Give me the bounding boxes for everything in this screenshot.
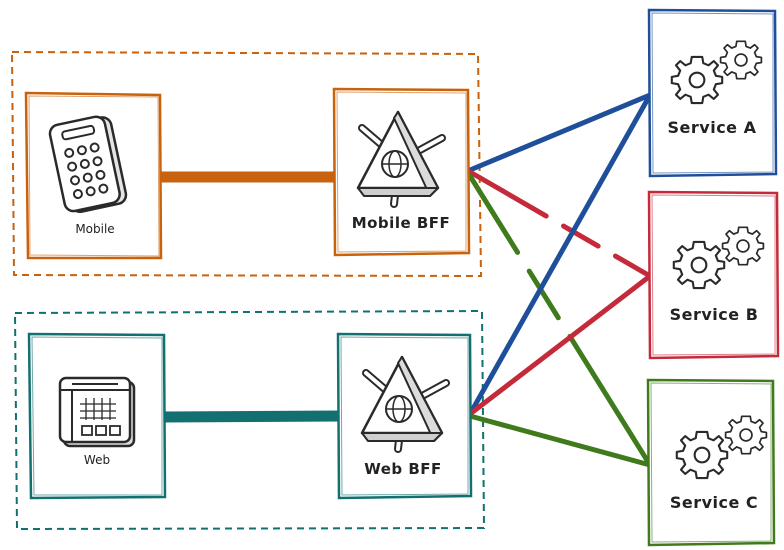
- mobile-bff-to-service-a-edge: [467, 92, 653, 173]
- mobile-bff-label: Mobile BFF: [352, 214, 451, 232]
- service-a-label: Service A: [668, 118, 757, 137]
- service-b-label: Service B: [670, 305, 759, 324]
- api-gateway-icon: [360, 355, 450, 453]
- web-group-boundary: [13, 309, 486, 531]
- browser-window-icon: [58, 376, 136, 448]
- service-a-node: Service A: [647, 8, 778, 178]
- api-gateway-icon: [356, 110, 446, 208]
- service-c-node: Service C: [646, 378, 776, 547]
- web-bff-label: Web BFF: [364, 460, 442, 478]
- mobile-phone-icon: [48, 115, 128, 214]
- mobile-bff-to-service-c-edge: [467, 173, 653, 468]
- mobile-group-boundary: [10, 50, 483, 278]
- web-bff-to-service-c-edge: [467, 413, 653, 468]
- service-c-label: Service C: [670, 493, 758, 512]
- mobile-bff-to-service-b-edge: [467, 169, 653, 279]
- web-bff-node: Web BFF: [336, 332, 473, 500]
- mobile-bff-node: Mobile BFF: [332, 87, 471, 257]
- web-bff-to-service-b-edge: [467, 273, 653, 417]
- web-bff-to-service-a-edge: [467, 92, 653, 417]
- service-b-node: Service B: [647, 190, 780, 360]
- web-to-web-bff-edge: [157, 410, 347, 423]
- web-node: Web: [27, 332, 167, 500]
- web-label: Web: [84, 453, 110, 467]
- mobile-node: Mobile: [24, 91, 163, 260]
- mobile-label: Mobile: [75, 222, 114, 236]
